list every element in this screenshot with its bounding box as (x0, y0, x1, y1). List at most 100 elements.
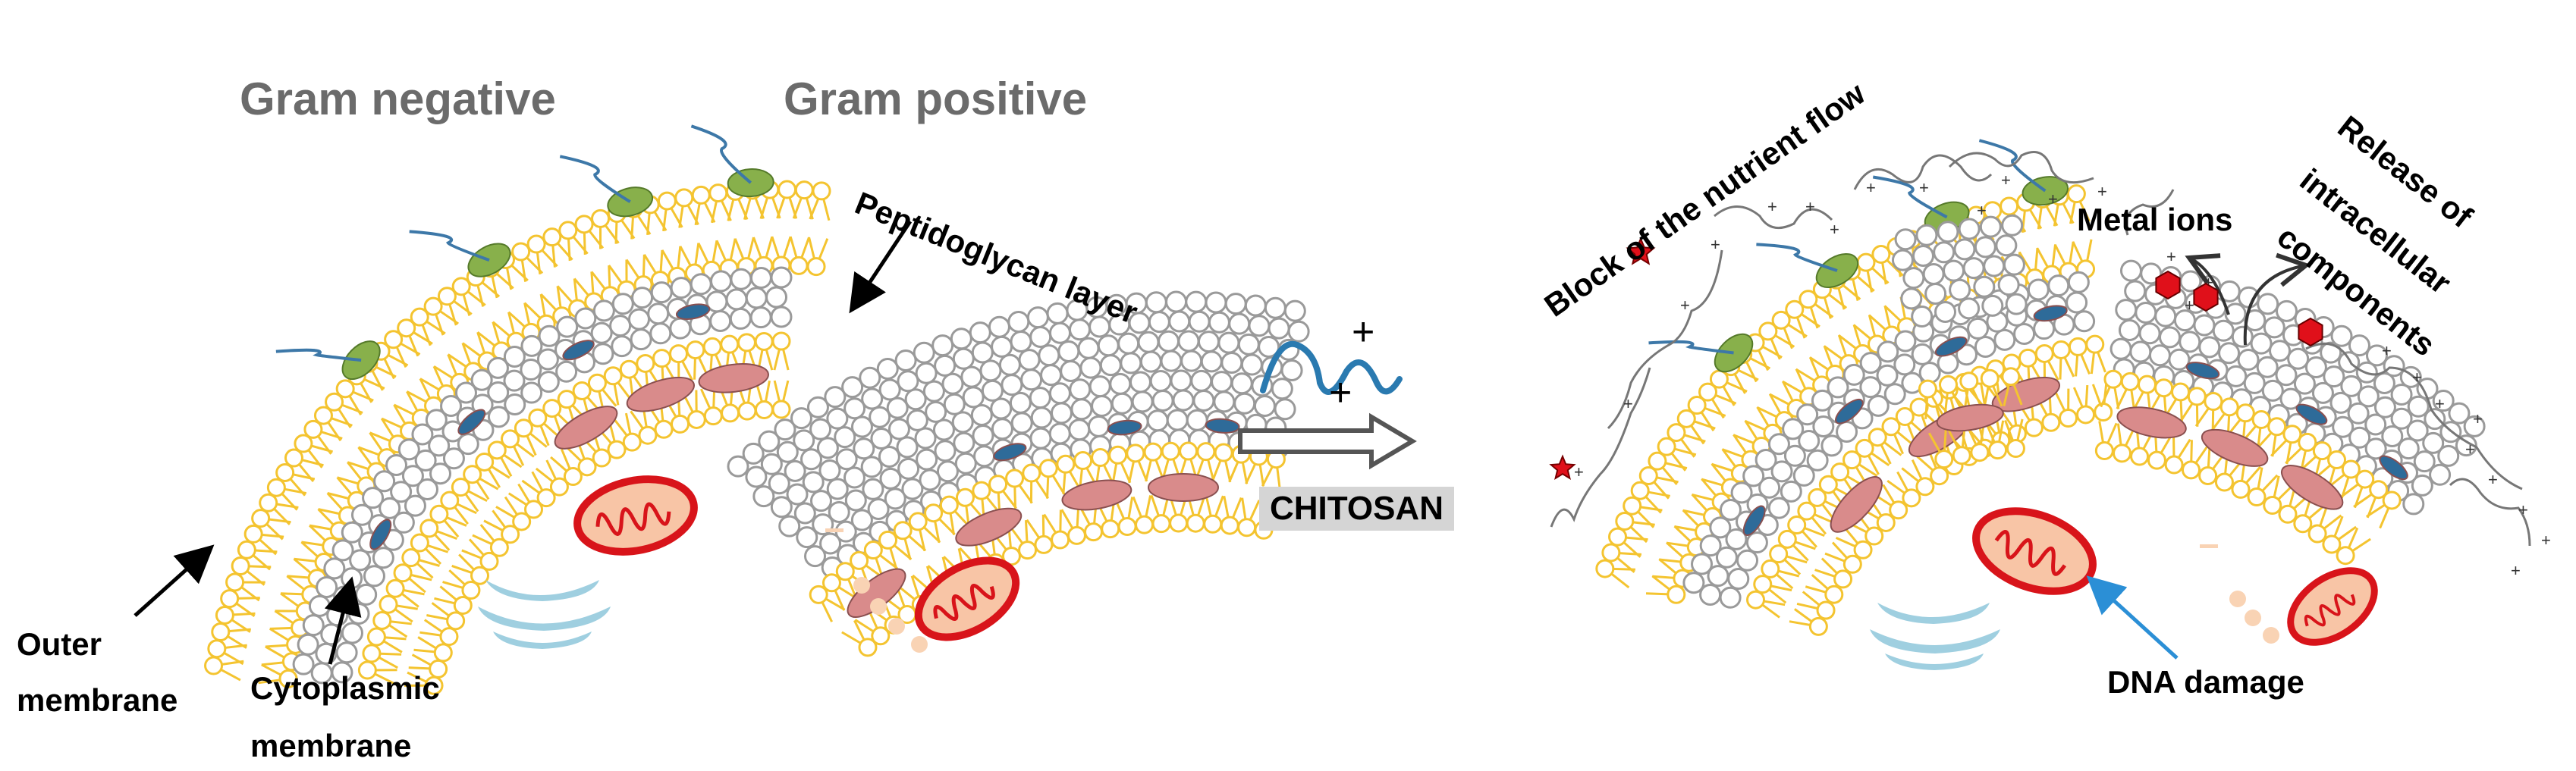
peptidoglycan-unit (962, 386, 985, 409)
peptidoglycan-unit (806, 396, 829, 418)
peptidoglycan-unit (2383, 355, 2405, 378)
peptidoglycan-unit (1981, 294, 2004, 317)
peptidoglycan-unit (914, 427, 937, 450)
peptidoglycan-unit (1010, 412, 1033, 434)
lipid-head (1808, 616, 1828, 636)
peptidoglycan-unit (1798, 429, 1820, 452)
lipid-head (2164, 455, 2184, 475)
porin-a (369, 519, 392, 550)
peptidoglycan-unit (770, 266, 793, 289)
broken-piece-protein (1936, 403, 2004, 432)
peptidoglycan-unit (1867, 394, 1890, 417)
lipid-head (1203, 514, 1223, 534)
peptidoglycan-unit (760, 453, 783, 475)
lipid-head (2041, 412, 2061, 432)
glyco-chain (275, 348, 362, 362)
peptidoglycan-unit (1186, 409, 1208, 431)
peptidoglycan-unit (770, 496, 793, 519)
peptidoglycan-unit (2429, 463, 2452, 486)
peptidoglycan-unit (2013, 322, 2036, 345)
peptidoglycan-unit (401, 465, 424, 487)
lipid-head (410, 307, 429, 327)
peptidoglycan-unit (2218, 342, 2241, 365)
charge-plus-21: + (2511, 561, 2521, 580)
peptidoglycan-unit (347, 602, 370, 625)
charge-plus-16: + (2435, 394, 2445, 413)
lipid-head (1980, 368, 2000, 388)
lipid-head (558, 221, 578, 240)
charge-plus-10: + (1977, 201, 1987, 220)
peptidoglycan-unit (390, 481, 413, 503)
peptidoglycan-unit (470, 368, 493, 391)
lipid-head (1237, 518, 1257, 538)
peptidoglycan-unit (878, 378, 901, 401)
chitosan-chain-6 (2125, 189, 2175, 236)
lipid-head (451, 478, 470, 497)
lipid-head (591, 208, 611, 228)
peptidoglycan-unit (2287, 347, 2310, 370)
lipid-head (708, 183, 728, 203)
lipid-head (2293, 514, 2313, 534)
peptidoglycan-unit (894, 349, 917, 372)
peptidoglycan-unit (1029, 387, 1051, 409)
lipid-head (451, 277, 471, 296)
lipid-head (619, 359, 639, 379)
charge-plus-6: + (1805, 197, 1815, 216)
peptidoglycan-unit (1902, 267, 1925, 290)
lipid-head (972, 481, 991, 500)
mitochondrion-middle (914, 556, 1020, 641)
peptidoglycan-unit (727, 455, 749, 478)
porin-c (562, 340, 595, 361)
lipid-head (1988, 440, 2008, 460)
lipid-head (1056, 454, 1076, 474)
peptidoglycan-unit (2193, 314, 2216, 337)
lipid-head (2235, 403, 2255, 423)
metal-ions (2155, 270, 2323, 347)
lipid-head (1939, 375, 1959, 394)
lipid-head (1816, 600, 1836, 620)
membrane-protein-c (698, 363, 769, 393)
peptidoglycan-unit (2455, 434, 2477, 457)
lipid-head (243, 524, 263, 544)
peptidoglycan-arrow (849, 220, 913, 314)
peptidoglycan-unit (853, 437, 875, 460)
peptidoglycan-unit (844, 489, 867, 512)
peptidoglycan-unit (2448, 402, 2471, 425)
lipid-head (1864, 526, 1884, 546)
lipid-head (2369, 480, 2389, 500)
lipid-head (1638, 466, 1658, 486)
lipid-head (939, 495, 959, 515)
lipid-head (622, 432, 642, 452)
peptidoglycan-unit (1158, 330, 1180, 353)
charge-plus-9: + (1919, 178, 1929, 197)
golgi-left (478, 580, 611, 649)
lipid-head (204, 656, 224, 675)
peptidoglycan-unit (1271, 378, 1293, 400)
peptidoglycan-unit (2118, 319, 2141, 342)
label-dna-damage: DNA damage (2107, 664, 2304, 700)
peptidoglycan-unit (1806, 449, 1829, 472)
peptidoglycan-unit (932, 418, 955, 441)
lipid-head (433, 643, 453, 663)
lipid-head (657, 191, 677, 211)
peptidoglycan-unit (1730, 481, 1753, 504)
peptidoglycan-unit (1958, 297, 1981, 320)
peptidoglycan-unit (925, 400, 947, 423)
peptidoglycan-unit (611, 293, 634, 315)
lipid-head (514, 418, 533, 438)
peptidoglycan-unit (302, 614, 325, 637)
lipid-head (669, 344, 689, 364)
peptidoglycan-unit (2257, 293, 2279, 315)
glyco-chain (1978, 139, 2047, 193)
lipid-head (303, 419, 323, 439)
peptidoglycan-unit (1007, 311, 1030, 334)
peptidoglycan-unit (867, 498, 890, 521)
peptidoglycan-unit (669, 317, 692, 340)
lipid-head (671, 414, 690, 434)
peptidoglycan-unit (809, 490, 832, 512)
lipid-head (835, 562, 855, 581)
lipid-head (362, 644, 382, 663)
fragment-porin-a (2185, 362, 2220, 380)
lipid-head (1648, 451, 1667, 471)
lipid-head (1687, 396, 1707, 415)
